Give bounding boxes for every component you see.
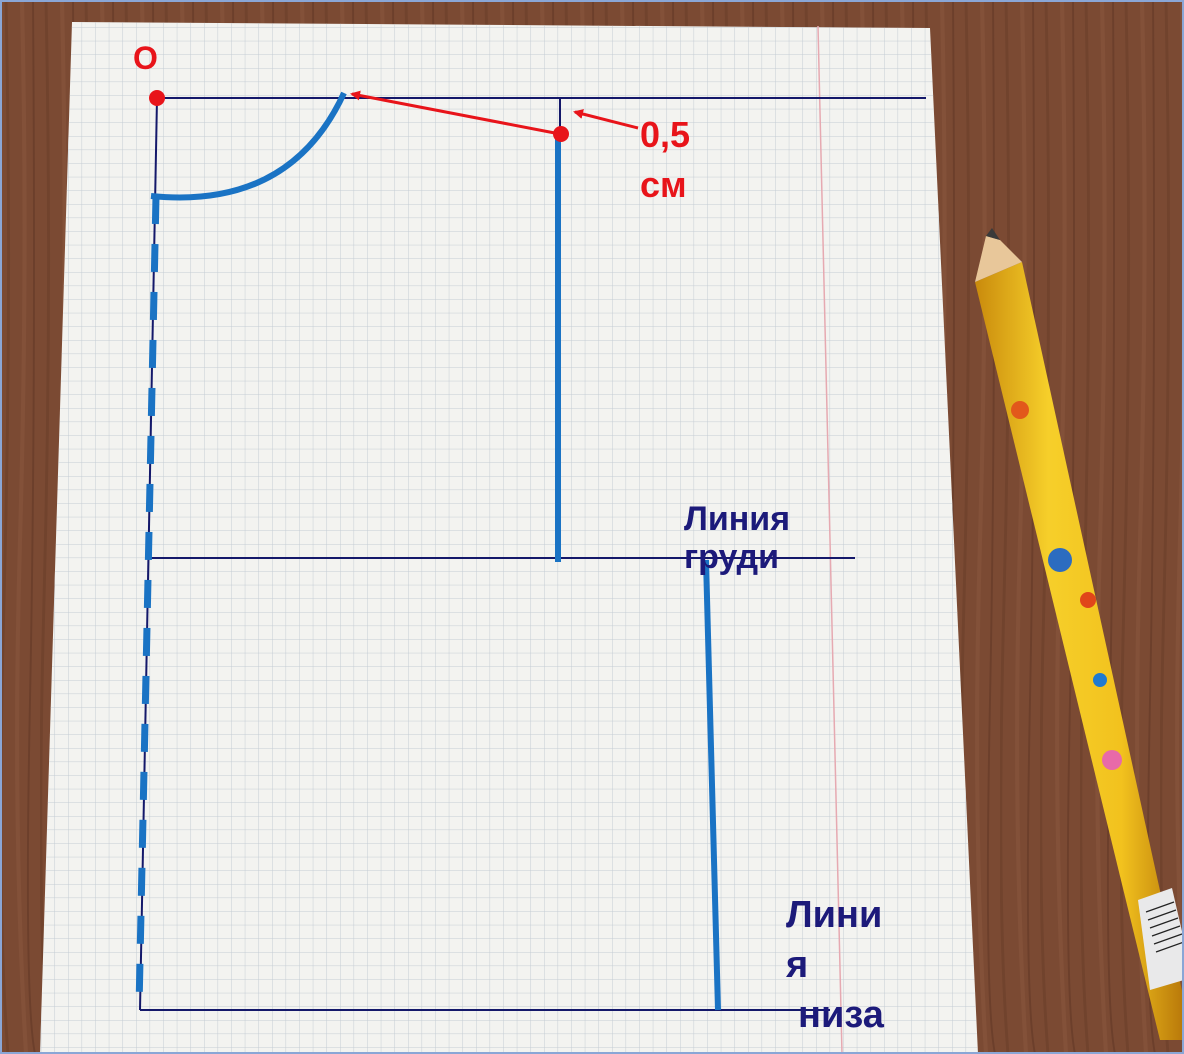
pencil-icon — [975, 228, 1184, 1040]
origin-marker-icon — [149, 90, 165, 106]
offset-marker-icon — [553, 126, 569, 142]
offset-value: 0,5 — [640, 114, 691, 155]
hem-line-label-line2: я — [786, 944, 809, 987]
pattern-lines — [135, 91, 721, 1011]
offset-unit: см — [640, 164, 687, 206]
hem-line-label-line3: низа — [798, 994, 884, 1037]
paper-margin-line — [817, 25, 843, 1054]
offset-measurement-label: 0,5 см — [640, 110, 690, 211]
shoulder-arrow — [350, 90, 561, 136]
hem-line-label: Лини я низа — [786, 890, 884, 1040]
offset-arrow — [573, 109, 639, 130]
hem-line-label-line1: Лини — [786, 894, 883, 936]
chest-line-label: Линия груди — [684, 500, 790, 576]
neckline-curve — [150, 91, 347, 201]
annotations — [149, 90, 639, 142]
chest-line-label-line2: груди — [684, 538, 780, 577]
center-fold-dashed-line — [135, 195, 160, 1009]
chest-line-label-line1: Линия — [684, 500, 791, 538]
side-seam-line — [703, 559, 721, 1011]
origin-label: О — [133, 40, 158, 76]
